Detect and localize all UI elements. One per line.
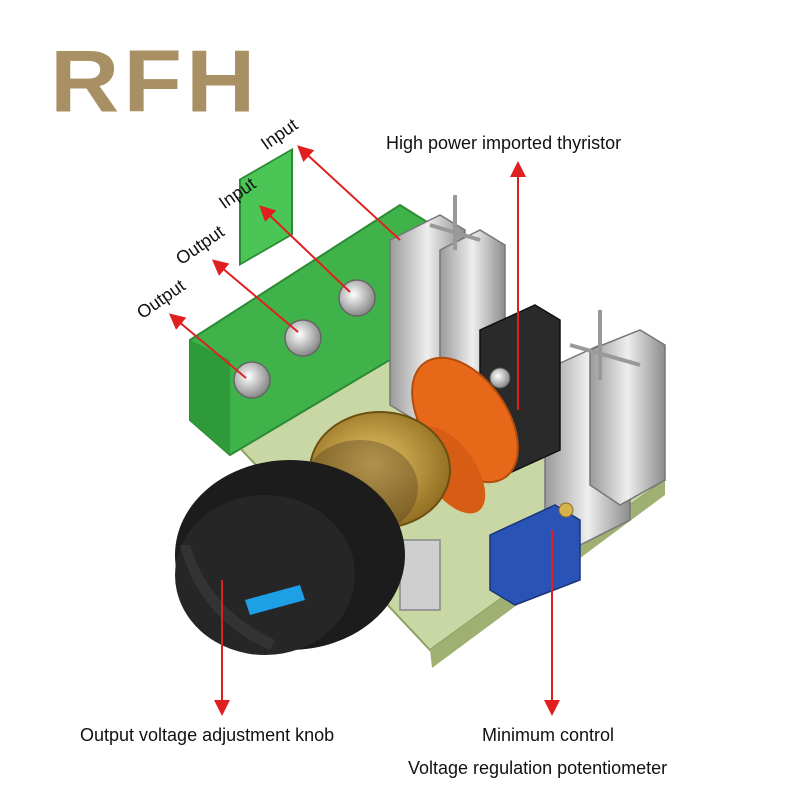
trimmer-screw-icon [558, 502, 574, 518]
screw-icon [489, 367, 511, 389]
arrow-output-2 [168, 313, 247, 379]
knob-indicator-stripe [245, 585, 305, 615]
trimmer-potentiometer [489, 502, 581, 606]
label-min-control: Minimum control [482, 725, 615, 745]
label-knob: Output voltage adjustment knob [80, 725, 335, 745]
heatsink-right [544, 310, 666, 546]
arrow-input-1 [297, 145, 401, 241]
callout-arrows [168, 145, 560, 716]
label-potentiometer: Voltage regulation potentiometer [408, 758, 668, 778]
brand-logo: RFH [50, 32, 260, 131]
control-knob [175, 460, 405, 655]
arrow-output-1 [211, 259, 299, 333]
label-thyristor: High power imported thyristor [386, 133, 622, 153]
arrow-input-2 [259, 205, 351, 293]
screw-icon [233, 361, 271, 399]
